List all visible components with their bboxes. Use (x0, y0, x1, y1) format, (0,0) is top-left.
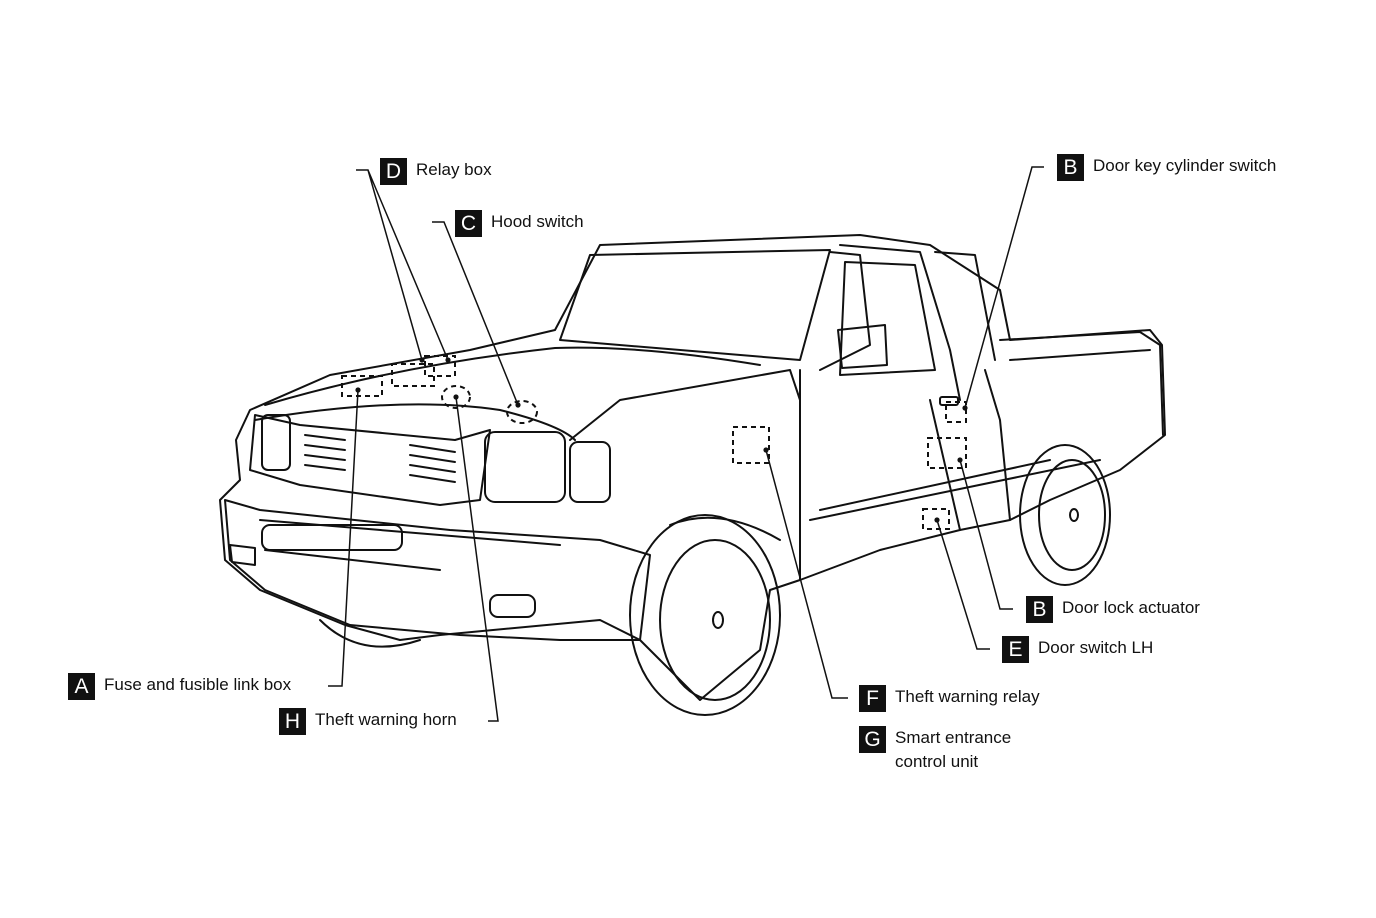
relay-box-marker-3 (424, 355, 456, 377)
label-smart-entrance-control-unit: Smart entrance control unit (895, 726, 1011, 774)
leader-f (765, 449, 848, 699)
door-window (839, 261, 936, 376)
badge-g: G (859, 726, 886, 753)
callout-door-lock-actuator: B Door lock actuator (1026, 596, 1200, 623)
hood-switch-marker (506, 400, 538, 424)
callout-theft-warning-horn: H Theft warning horn (279, 708, 457, 735)
truck-body-outline (219, 234, 1166, 701)
leader-a (328, 389, 359, 687)
label-relay-box: Relay box (416, 160, 492, 179)
label-door-lock-actuator: Door lock actuator (1062, 598, 1200, 617)
door-key-cylinder-marker (945, 401, 967, 423)
leader-e (936, 519, 990, 650)
callout-relay-box: D Relay box (380, 158, 492, 185)
label-theft-warning-relay: Theft warning relay (895, 687, 1040, 706)
badge-a: A (68, 673, 95, 700)
relay-box-marker-2 (391, 363, 435, 387)
right-headlight (484, 431, 566, 503)
leader-b2 (959, 459, 1013, 610)
label-theft-warning-horn: Theft warning horn (315, 710, 457, 729)
callout-door-key-cylinder-switch: B Door key cylinder switch (1057, 154, 1276, 181)
callout-door-switch-lh: E Door switch LH (1002, 636, 1153, 663)
badge-b-upper: B (1057, 154, 1084, 181)
label-fuse-and-fusible-link-box: Fuse and fusible link box (104, 675, 292, 694)
label-smart-entrance-line2: control unit (895, 752, 979, 771)
label-smart-entrance-line1: Smart entrance (895, 728, 1012, 747)
leader-c (432, 221, 519, 406)
badge-b-lower: B (1026, 596, 1053, 623)
theft-warning-relay-marker (732, 426, 770, 464)
front-wheel (629, 514, 781, 716)
relay-box-marker-1 (341, 375, 383, 397)
callout-smart-entrance-control-unit: G Smart entrance control unit (859, 726, 1011, 774)
label-door-switch-lh: Door switch LH (1038, 638, 1154, 657)
leader-b1 (964, 166, 1044, 409)
label-hood-switch: Hood switch (491, 212, 584, 231)
leader-h (455, 396, 499, 722)
callout-theft-warning-relay: F Theft warning relay (859, 685, 1040, 712)
leader-d (356, 169, 449, 361)
door-lock-actuator-marker (927, 437, 967, 469)
badge-e: E (1002, 636, 1029, 663)
grille (249, 414, 491, 506)
badge-d: D (380, 158, 407, 185)
badge-f: F (859, 685, 886, 712)
door-switch-marker (922, 508, 950, 530)
windshield (559, 249, 831, 361)
truck-bed (999, 331, 1164, 436)
front-bumper (224, 499, 651, 641)
callout-fuse-and-fusible-link-box: A Fuse and fusible link box (68, 673, 291, 700)
badge-c: C (455, 210, 482, 237)
badge-h: H (279, 708, 306, 735)
left-headlight (261, 414, 291, 471)
theft-warning-horn-marker (441, 385, 471, 409)
label-door-key-cylinder-switch: Door key cylinder switch (1093, 156, 1277, 175)
side-mirror (837, 324, 888, 369)
callout-hood-switch: C Hood switch (455, 210, 584, 237)
rear-wheel (1019, 444, 1111, 586)
